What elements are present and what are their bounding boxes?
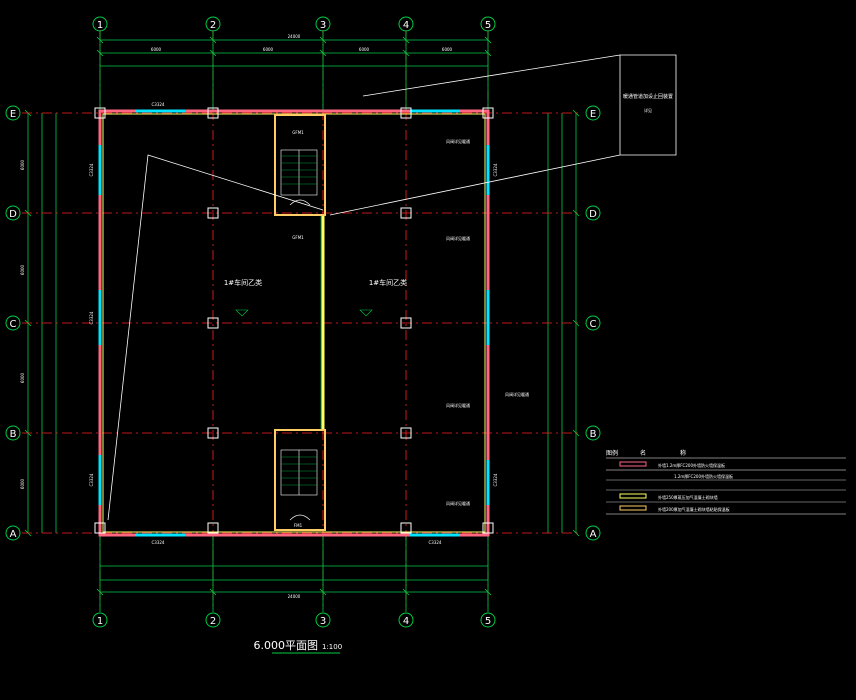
row-label-left-E: E xyxy=(10,109,16,120)
dim-bay-top-1: 6000 xyxy=(151,47,162,52)
axis-leaders xyxy=(99,32,489,612)
dim-bay-top-2: 6000 xyxy=(263,47,274,52)
column-bubbles-top: 1 2 3 4 5 xyxy=(92,16,496,32)
dim-bay-left-1: 6000 xyxy=(20,159,25,170)
window-tag-right-2: C3324 xyxy=(493,473,498,486)
legend-text-1: 外墙1.2m厚FC200外墙防火墙保温板 xyxy=(658,462,725,468)
stair-core-bottom xyxy=(274,429,326,531)
note-4: 风阀详见暖通 xyxy=(446,500,470,506)
door-tags: GFM1 GFM1 FM1 xyxy=(292,130,304,528)
col-label-bottom-4: 4 xyxy=(403,616,409,627)
row-label-left-C: C xyxy=(10,319,17,330)
dim-total-top: 24000 xyxy=(288,34,301,39)
column-bubbles-bottom: 1 2 3 4 5 xyxy=(92,612,496,628)
dim-bay-left-2: 6000 xyxy=(20,264,25,275)
col-label-top-2: 2 xyxy=(210,20,216,31)
row-label-right-E: E xyxy=(590,109,596,120)
legend-swatch-4 xyxy=(619,505,647,511)
window-tag-right-1: C3324 xyxy=(493,163,498,176)
row-label-right-C: C xyxy=(590,319,597,330)
legend: 图例 名 称 外墙1.2m厚FC200外墙防火墙保温板 1.2m厚FC200外墙… xyxy=(606,449,846,515)
col-label-bottom-1: 1 xyxy=(97,616,103,627)
note-3: 风阀详见暖通 xyxy=(446,402,470,408)
door-tag-2: GFM1 xyxy=(292,235,304,240)
dim-bay-left-3: 6000 xyxy=(20,372,25,383)
elevation-marker-left xyxy=(235,309,249,317)
legend-header-1: 图例 xyxy=(606,449,618,457)
dim-total-bottom: 24000 xyxy=(288,594,301,599)
dimension-texts: 24000 6000 6000 6000 6000 24000 6000 600… xyxy=(20,34,453,599)
dim-bay-top-4: 6000 xyxy=(442,47,453,52)
legend-header-3: 称 xyxy=(680,449,686,457)
window-tag-left-3: C3324 xyxy=(89,473,94,486)
window-tags: C3324 C3324 C3324 C3324 C3324 C3324 C332… xyxy=(89,102,498,545)
detail-callout-sub: 详见 xyxy=(644,107,652,113)
col-label-top-1: 1 xyxy=(97,20,103,31)
legend-text-3: 外墙250厚蒸压加气混凝土砌块墙 xyxy=(658,494,718,500)
row-label-right-D: D xyxy=(589,209,597,220)
drawing-scale: 1:100 xyxy=(322,643,342,651)
drawing-title-block: 6.000平面图 1:100 xyxy=(254,639,342,654)
note-5: 风阀详见暖通 xyxy=(505,391,529,397)
drawing-title: 6.000平面图 xyxy=(254,639,319,652)
row-label-left-A: A xyxy=(10,529,17,540)
row-bubbles-right: E D C B A xyxy=(585,105,601,541)
room-label-right: 1#车间乙类 xyxy=(369,278,407,287)
row-label-right-A: A xyxy=(590,529,597,540)
dim-bay-left-4: 6000 xyxy=(20,478,25,489)
detail-callout: 暖通管道加设止回装置 详见 xyxy=(107,54,677,521)
door-tag-3: FM1 xyxy=(294,523,303,528)
col-label-top-5: 5 xyxy=(485,20,491,31)
partition-wall xyxy=(320,215,325,430)
note-1: 风阀详见暖通 xyxy=(446,138,470,144)
window-tag-bottom-left: C3324 xyxy=(152,540,165,545)
room-label-left: 1#车间乙类 xyxy=(224,278,262,287)
col-label-bottom-3: 3 xyxy=(320,616,326,627)
dim-bay-top-3: 6000 xyxy=(359,47,370,52)
window-tag-bottom-right: C3324 xyxy=(429,540,442,545)
legend-text-2: 1.2m厚FC200外墙防火墙保温板 xyxy=(674,473,733,479)
col-label-top-3: 3 xyxy=(320,20,326,31)
legend-header-2: 名 xyxy=(640,449,646,457)
stair-core-top xyxy=(274,114,326,216)
row-label-left-D: D xyxy=(9,209,17,220)
legend-swatch-1 xyxy=(619,461,647,467)
row-label-left-B: B xyxy=(10,429,17,440)
col-label-bottom-5: 5 xyxy=(485,616,491,627)
col-label-top-4: 4 xyxy=(403,20,409,31)
legend-text-4: 外墙200厚加气混凝土砌块墙粘贴保温板 xyxy=(658,506,730,512)
elevation-marker-right xyxy=(359,309,373,317)
note-2: 风阀详见暖通 xyxy=(446,235,470,241)
col-label-bottom-2: 2 xyxy=(210,616,216,627)
window-tag-top-left: C3324 xyxy=(152,102,165,107)
structural-columns xyxy=(94,107,494,534)
row-bubbles-left: E D C B A xyxy=(5,105,21,541)
windows xyxy=(98,109,490,537)
row-label-right-B: B xyxy=(590,429,597,440)
right-notes: 风阀详见暖通 风阀详见暖通 风阀详见暖通 风阀详见暖通 风阀详见暖通 xyxy=(446,138,529,506)
door-tag-1: GFM1 xyxy=(292,130,304,135)
legend-swatch-3 xyxy=(619,493,647,499)
window-tag-left-2: C3324 xyxy=(89,311,94,324)
detail-callout-label: 暖通管道加设止回装置 xyxy=(623,93,673,100)
window-tag-left-1: C3324 xyxy=(89,163,94,176)
